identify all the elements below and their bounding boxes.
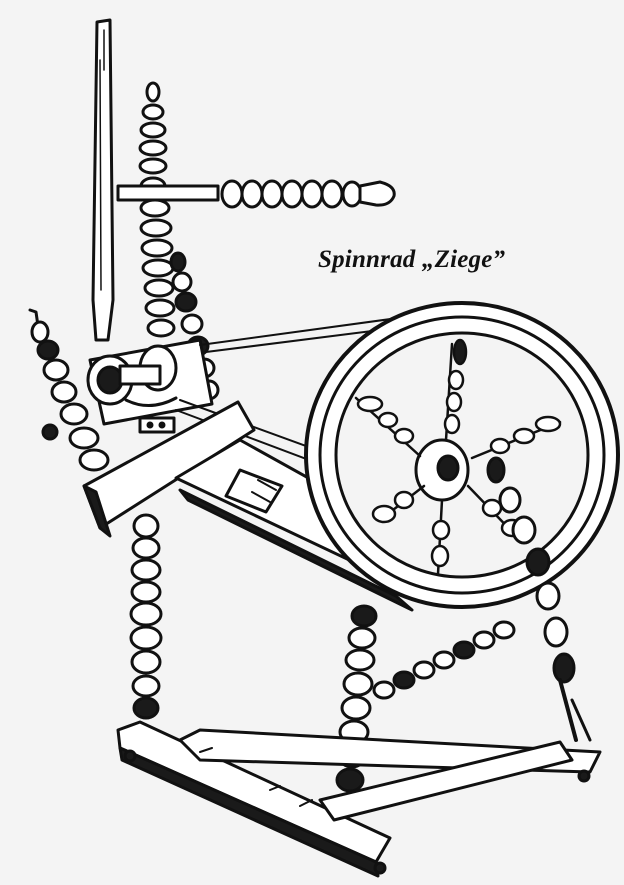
caption-title: Spinnrad „Ziege” [318, 246, 506, 273]
base-frame [116, 720, 602, 878]
flyer-bobbin [86, 338, 214, 434]
tension-arm [116, 179, 396, 209]
wheel-spokes [354, 338, 562, 576]
distaff [91, 18, 115, 342]
center-leg [334, 604, 378, 816]
mother-of-all-column [138, 81, 176, 338]
drive-wheel [304, 301, 620, 609]
front-left-leg [129, 513, 163, 720]
left-flyer-post [28, 308, 110, 472]
wheel-upright [486, 456, 592, 742]
diagonal-stretcher [372, 620, 516, 700]
